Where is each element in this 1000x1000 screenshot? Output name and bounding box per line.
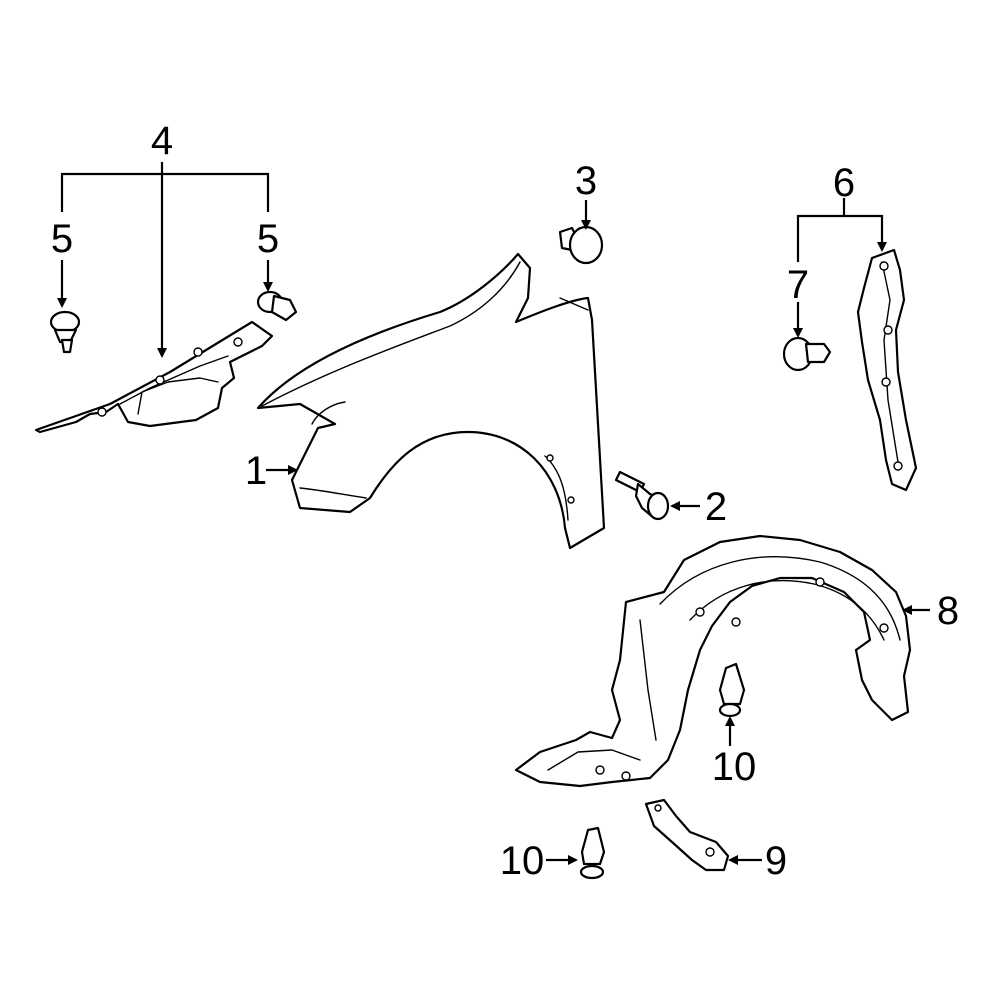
callout-1: 1 — [245, 449, 267, 493]
clip-part-5-left — [49, 310, 81, 354]
clip-part-10-lower — [579, 826, 606, 880]
clip-part-3 — [558, 225, 604, 265]
clip-part-7 — [782, 336, 832, 372]
callout-2: 2 — [705, 485, 727, 529]
leader-4-bracket — [60, 172, 270, 212]
callout-labels: 4 5 5 3 1 2 6 7 8 10 10 9 — [51, 119, 959, 883]
fender-part-1 — [256, 252, 606, 550]
callout-10-upper: 10 — [712, 745, 757, 789]
callout-4: 4 — [151, 119, 173, 163]
callout-5-left: 5 — [51, 217, 73, 261]
callout-8: 8 — [937, 589, 959, 633]
leader-6-bracket — [796, 214, 887, 262]
callout-6: 6 — [833, 161, 855, 205]
seal-part-6 — [856, 248, 918, 492]
clip-part-10-upper — [718, 662, 746, 718]
callout-3: 3 — [575, 159, 597, 203]
bolt-part-2 — [614, 470, 670, 521]
leader-lines — [57, 162, 930, 865]
callout-10-lower: 10 — [500, 839, 545, 883]
clip-part-5-right — [256, 290, 298, 322]
callout-5-right: 5 — [257, 217, 279, 261]
liner-bracket-part-9 — [644, 798, 730, 872]
fender-bracket-part-4 — [34, 320, 274, 434]
callout-9: 9 — [765, 839, 787, 883]
fender-liner-part-8 — [514, 534, 912, 788]
callout-7: 7 — [787, 263, 809, 307]
